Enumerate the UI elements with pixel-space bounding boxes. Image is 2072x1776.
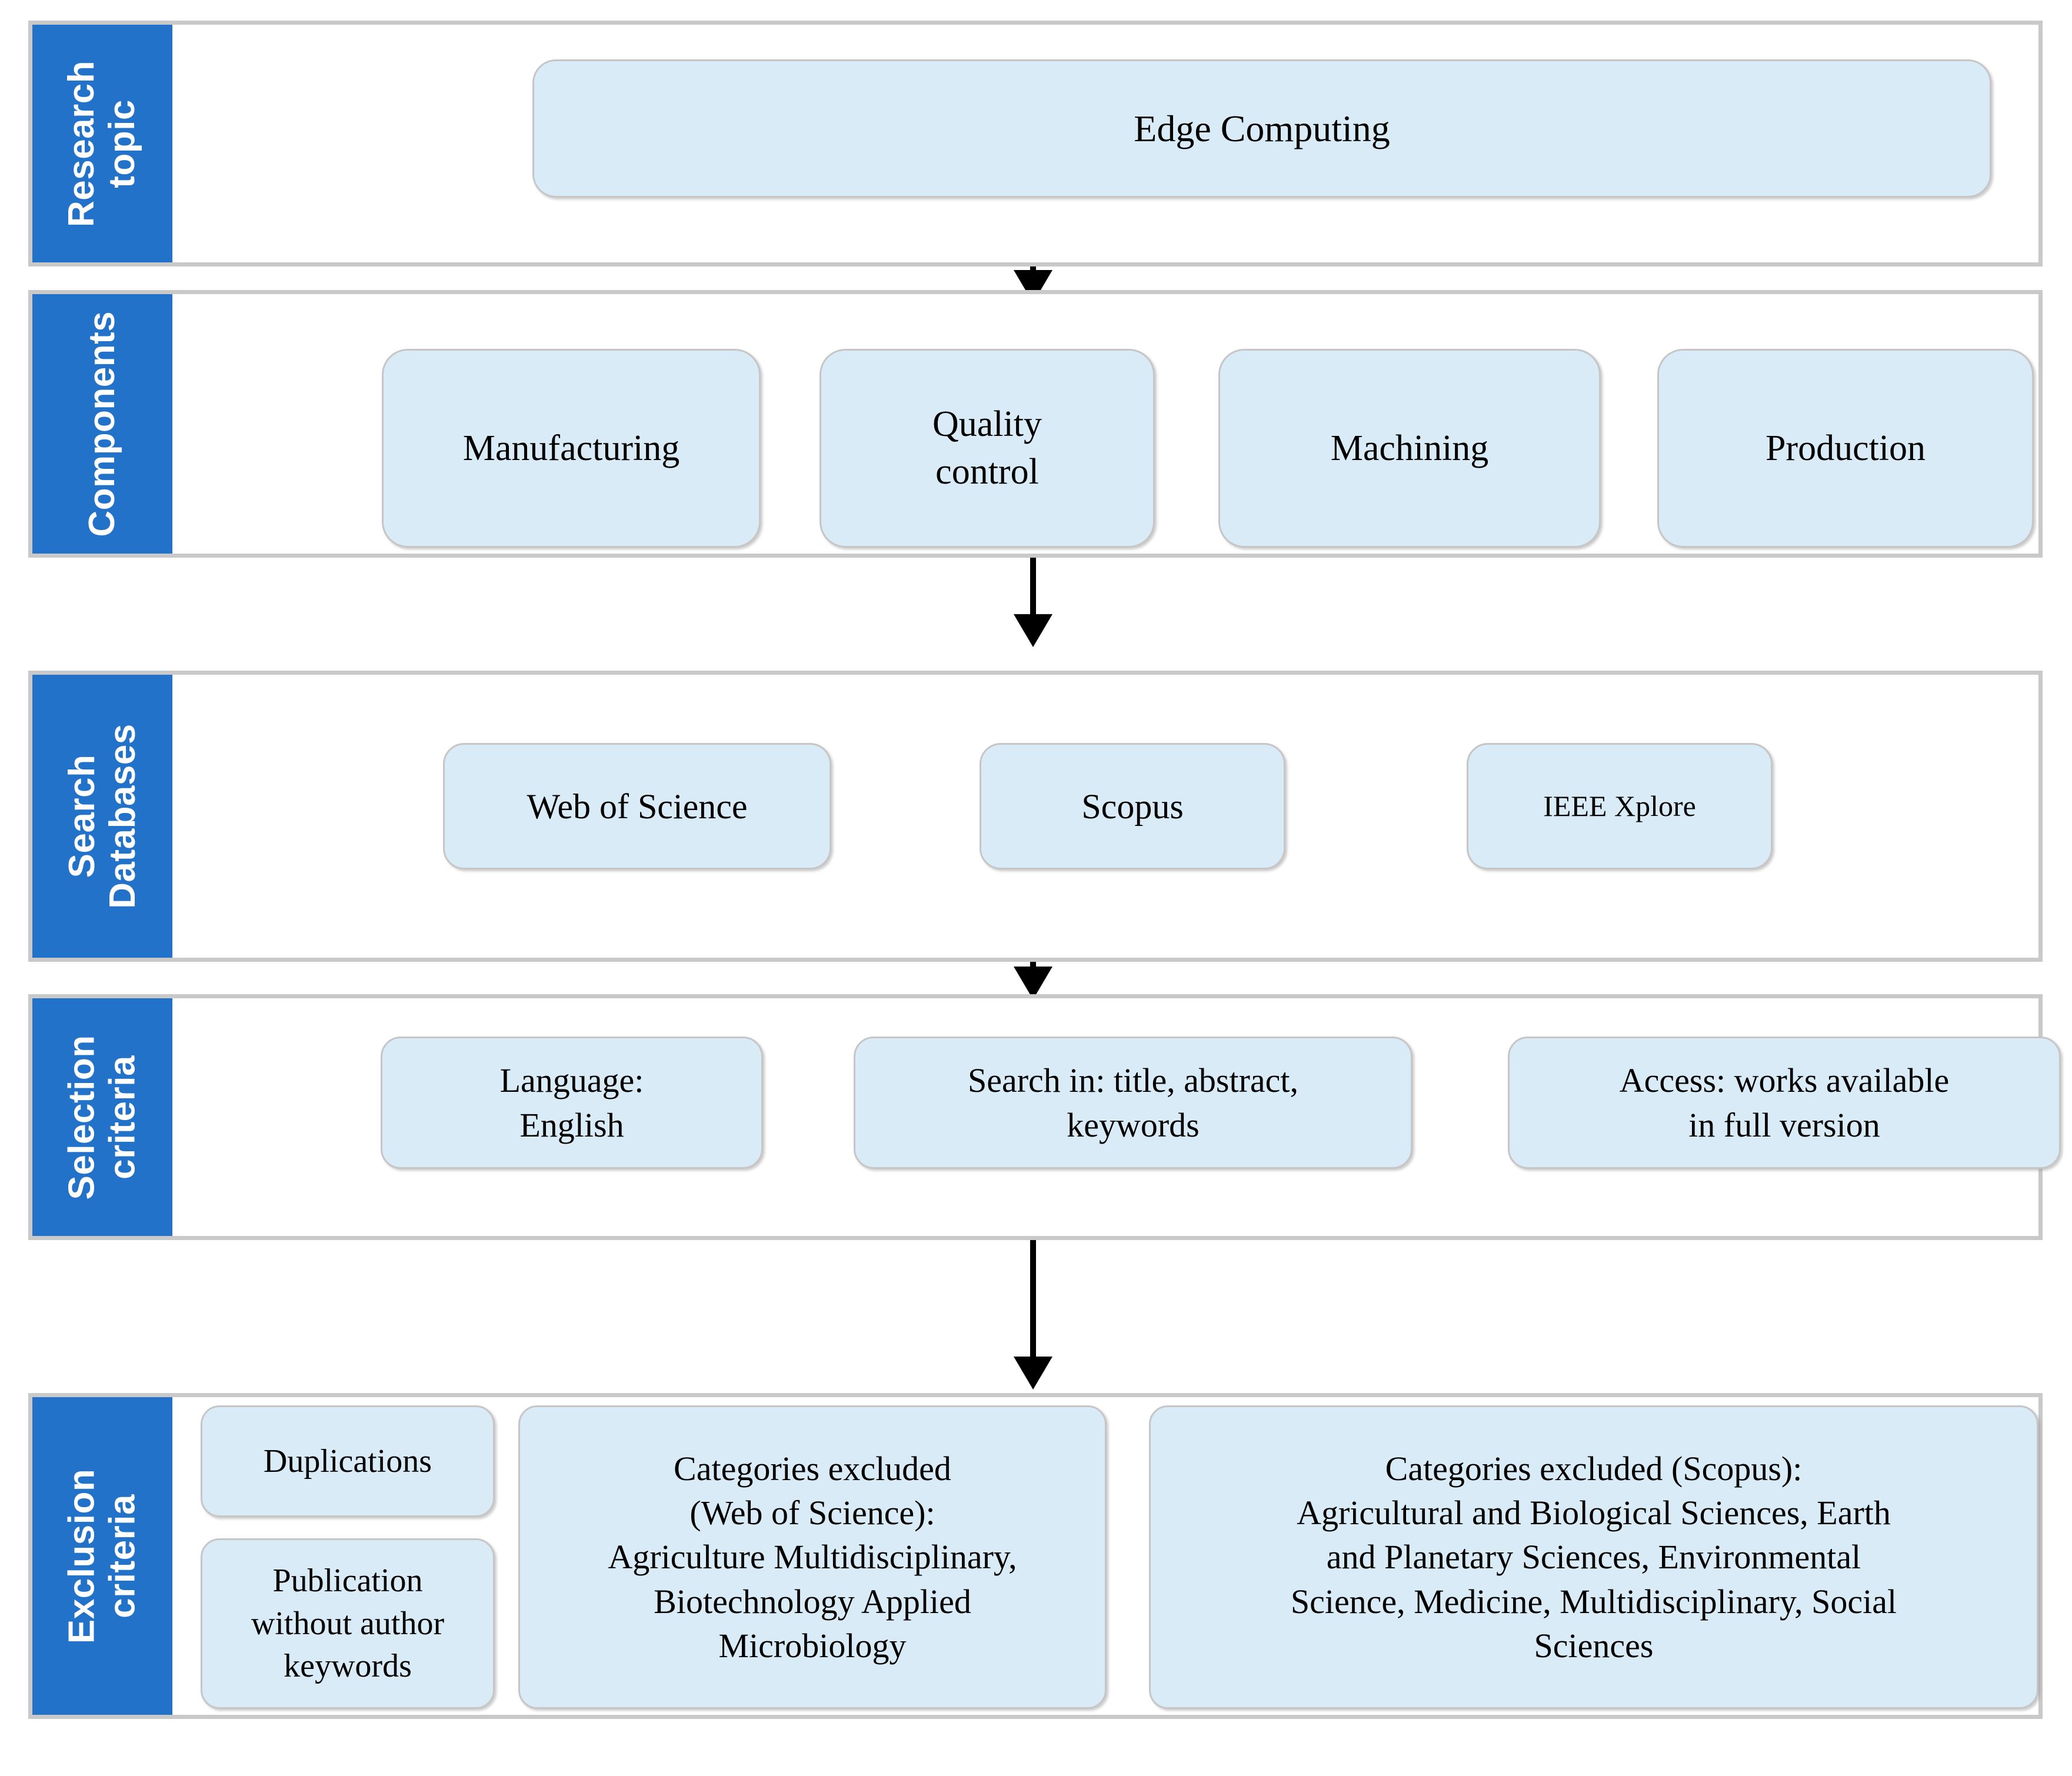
stage-content-exclusion-criteria: Duplications Publication without author … [172, 1397, 2038, 1715]
node-scopus[interactable]: Scopus [980, 743, 1285, 869]
node-access-full-version[interactable]: Access: works available in full version [1508, 1037, 2061, 1169]
stage-label-selection-criteria: Selection criteria [32, 998, 172, 1236]
node-edge-computing[interactable]: Edge Computing [532, 59, 1991, 198]
stage-label-components: Components [32, 294, 172, 554]
stage-label-text: Selection criteria [61, 1034, 144, 1200]
stage-label-text: Components [82, 311, 123, 537]
stage-exclusion-criteria: Exclusion criteria Duplications Publicat… [28, 1393, 2043, 1719]
node-manufacturing[interactable]: Manufacturing [382, 349, 761, 548]
node-web-of-science[interactable]: Web of Science [443, 743, 831, 869]
stage-label-research-topic: Research topic [32, 25, 172, 262]
stage-selection-criteria: Selection criteria Language: English Sea… [28, 994, 2061, 1240]
stage-label-text: Research topic [61, 60, 143, 227]
stage-label-search-databases: Search Databases [32, 675, 172, 958]
node-categories-excluded-web-of-science[interactable]: Categories excluded (Web of Science): Ag… [518, 1405, 1107, 1709]
node-duplications[interactable]: Duplications [201, 1405, 495, 1517]
node-production[interactable]: Production [1657, 349, 2034, 548]
node-categories-excluded-scopus[interactable]: Categories excluded (Scopus): Agricultur… [1149, 1405, 2038, 1709]
stage-content-search-databases: Web of Science Scopus IEEE Xplore [172, 675, 2038, 958]
stage-components: Components Manufacturing Quality control… [28, 290, 2043, 558]
stage-content-components: Manufacturing Quality control Machining … [172, 294, 2038, 554]
stage-research-topic: Research topic Edge Computing [28, 21, 2043, 266]
node-language-english[interactable]: Language: English [381, 1037, 763, 1169]
node-search-in-fields[interactable]: Search in: title, abstract, keywords [854, 1037, 1413, 1169]
stage-label-text: Exclusion criteria [61, 1468, 143, 1644]
node-ieee-xplore[interactable]: IEEE Xplore [1467, 743, 1773, 869]
node-machining[interactable]: Machining [1218, 349, 1601, 548]
stage-search-databases: Search Databases Web of Science Scopus I… [28, 671, 2043, 962]
stage-content-research-topic: Edge Computing [172, 25, 2038, 262]
stage-label-exclusion-criteria: Exclusion criteria [32, 1397, 172, 1715]
node-publication-without-author-keywords[interactable]: Publication without author keywords [201, 1538, 495, 1709]
node-quality-control[interactable]: Quality control [820, 349, 1155, 548]
stage-content-selection-criteria: Language: English Search in: title, abst… [172, 998, 2061, 1236]
stage-label-text: Search Databases [61, 724, 143, 909]
